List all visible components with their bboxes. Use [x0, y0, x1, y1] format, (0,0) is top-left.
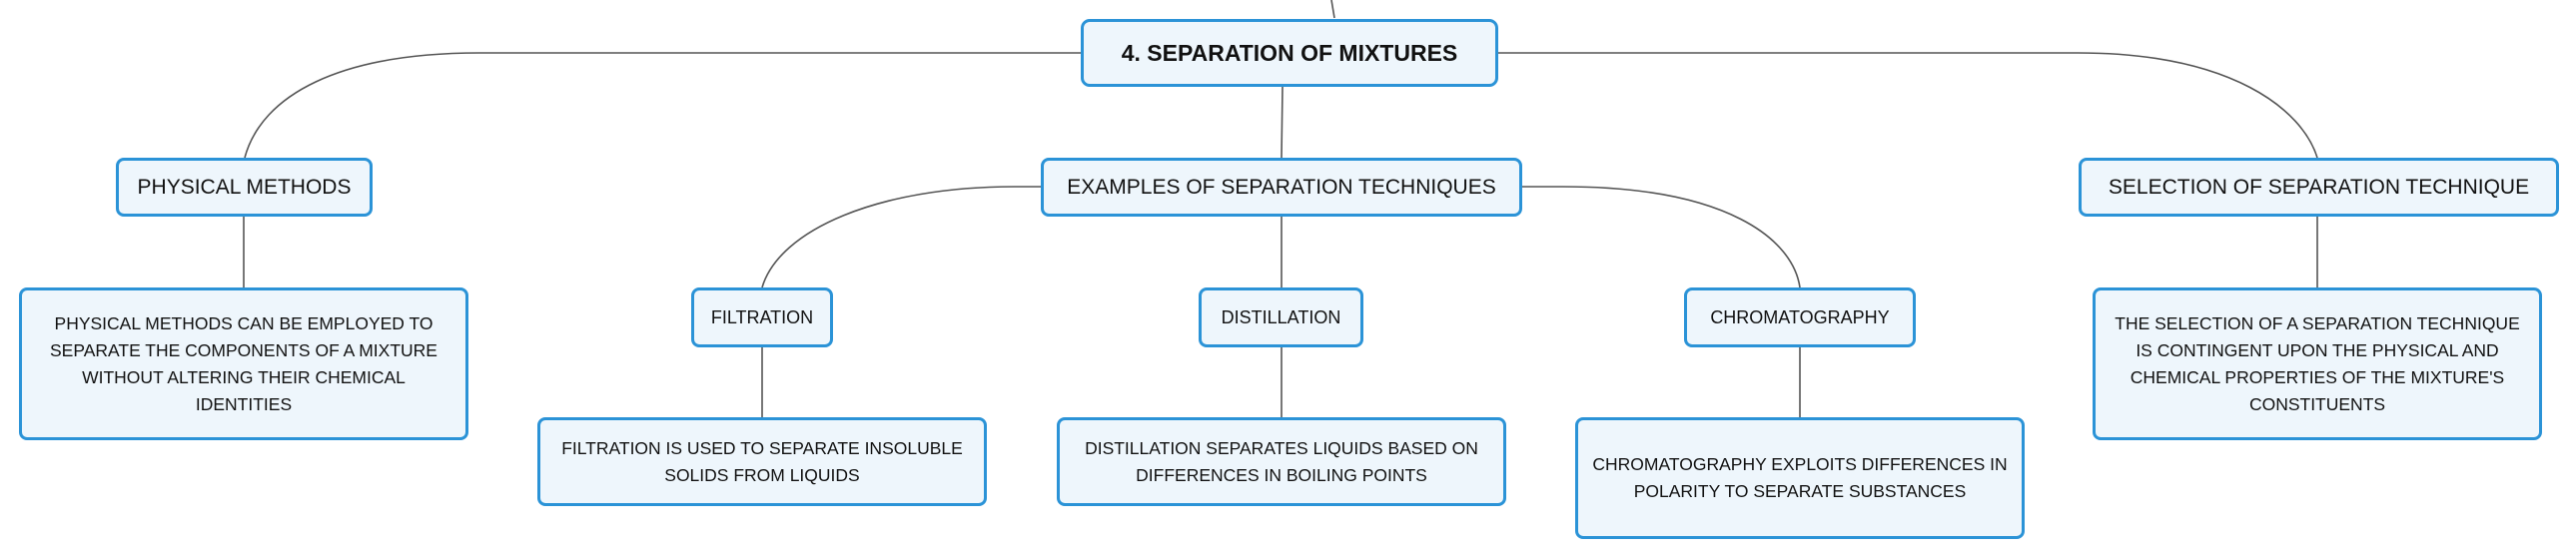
topic-selection-of-separation-technique[interactable]: SELECTION OF SEPARATION TECHNIQUE — [2079, 158, 2559, 217]
filtration-detail[interactable]: FILTRATION IS USED TO SEPARATE INSOLUBLE… — [537, 417, 987, 506]
subtopic-physical-methods-detail[interactable]: PHYSICAL METHODS CAN BE EMPLOYED TO SEPA… — [19, 287, 468, 440]
filtration-label: FILTRATION — [710, 306, 814, 327]
connector-root-to-physical-methods — [244, 52, 1081, 159]
topic-physical-methods[interactable]: PHYSICAL METHODS — [116, 158, 373, 217]
chromatography-label: CHROMATOGRAPHY — [1710, 306, 1890, 327]
topic-examples-label: EXAMPLES OF SEPARATION TECHNIQUES — [1067, 175, 1496, 199]
topic-examples-of-separation-techniques[interactable]: EXAMPLES OF SEPARATION TECHNIQUES — [1041, 158, 1522, 217]
subtopic-selection-detail[interactable]: THE SELECTION OF A SEPARATION TECHNIQUE … — [2093, 287, 2542, 440]
filtration-detail-text: FILTRATION IS USED TO SEPARATE INSOLUBLE… — [561, 437, 963, 485]
connector-examples-to-chromatography — [1522, 186, 1801, 288]
topic-selection-label: SELECTION OF SEPARATION TECHNIQUE — [2108, 175, 2530, 199]
root-topic[interactable]: 4. SEPARATION OF MIXTURES — [1081, 19, 1498, 87]
connector-root-to-examples — [1281, 86, 1284, 159]
connector-root-to-selection — [1498, 52, 2318, 159]
subtopic-distillation[interactable]: DISTILLATION — [1199, 287, 1363, 347]
connector-parent-to-root — [1330, 0, 1335, 19]
root-topic-label: 4. SEPARATION OF MIXTURES — [1121, 39, 1458, 66]
subtopic-chromatography[interactable]: CHROMATOGRAPHY — [1684, 287, 1916, 347]
chromatography-detail[interactable]: CHROMATOGRAPHY EXPLOITS DIFFERENCES IN P… — [1575, 417, 2025, 539]
chromatography-detail-text: CHROMATOGRAPHY EXPLOITS DIFFERENCES IN P… — [1592, 454, 2008, 501]
selection-detail-text: THE SELECTION OF A SEPARATION TECHNIQUE … — [2115, 312, 2520, 414]
topic-physical-methods-label: PHYSICAL METHODS — [137, 175, 352, 199]
distillation-detail-text: DISTILLATION SEPARATES LIQUIDS BASED ON … — [1085, 437, 1478, 485]
physical-methods-detail-text: PHYSICAL METHODS CAN BE EMPLOYED TO SEPA… — [50, 312, 437, 414]
distillation-label: DISTILLATION — [1221, 306, 1341, 327]
distillation-detail[interactable]: DISTILLATION SEPARATES LIQUIDS BASED ON … — [1057, 417, 1506, 506]
subtopic-filtration[interactable]: FILTRATION — [691, 287, 833, 347]
connector-examples-to-filtration — [761, 186, 1041, 288]
